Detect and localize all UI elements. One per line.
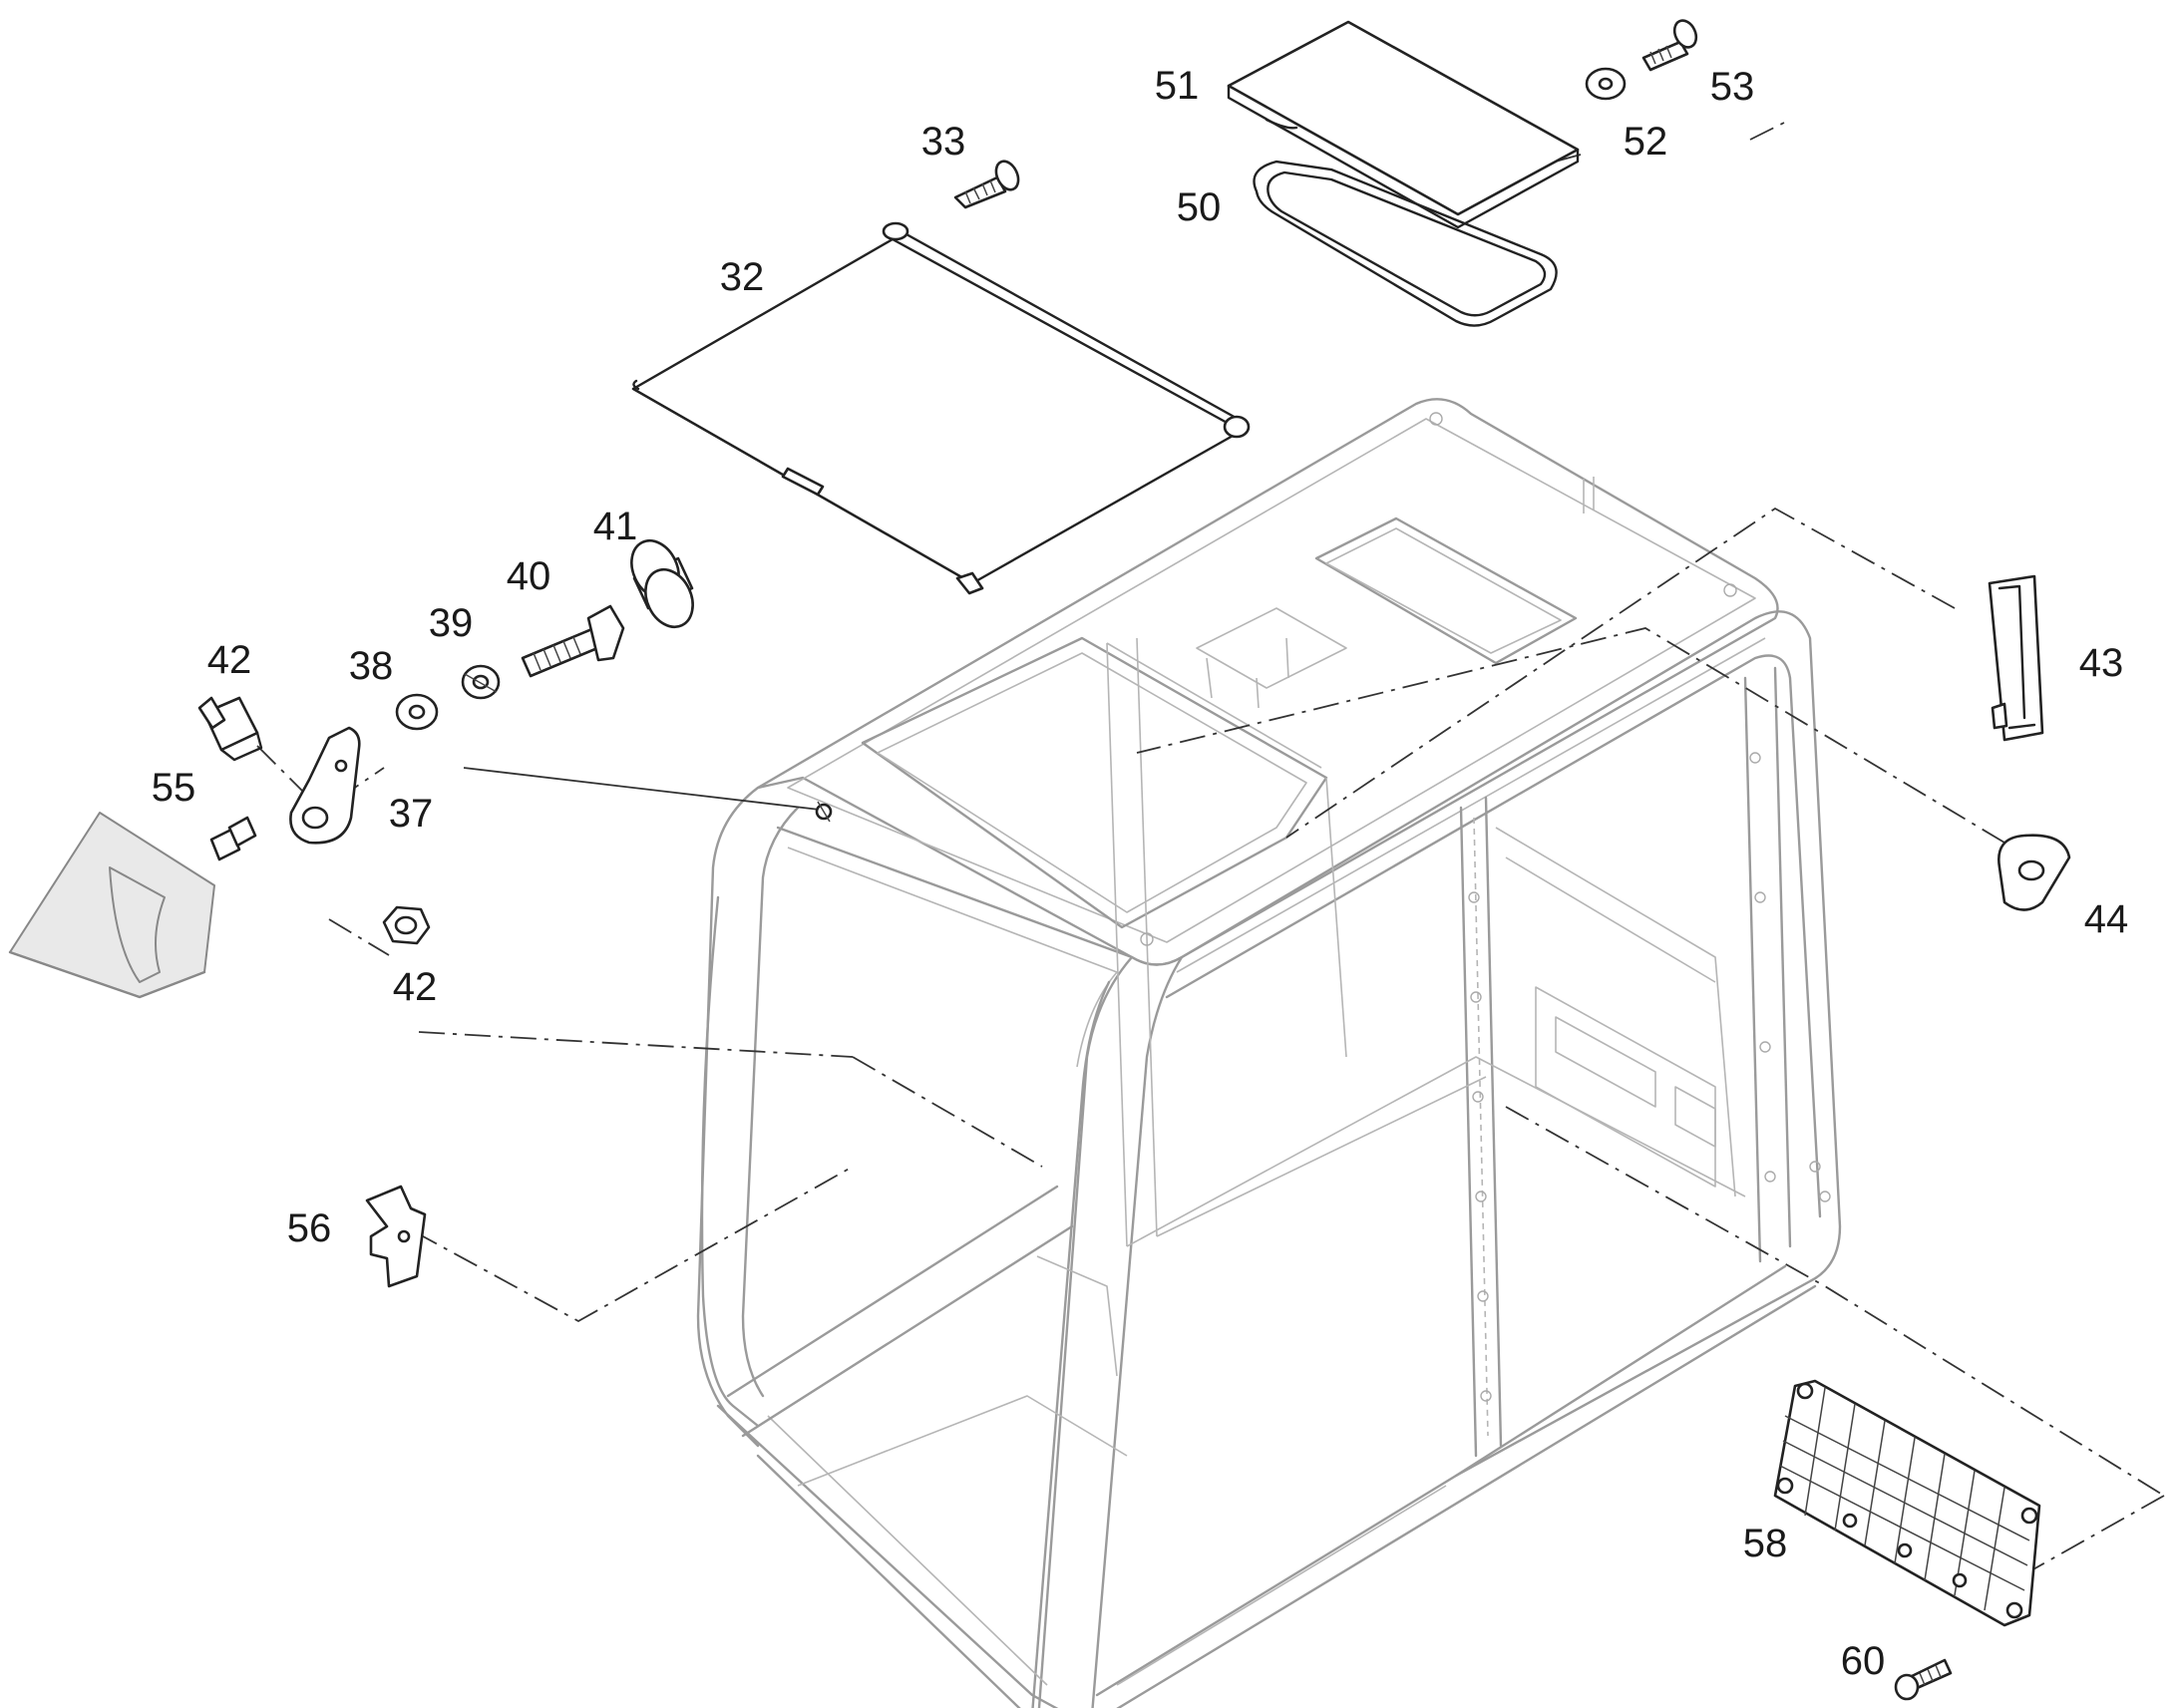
part-51-roof-window: [1227, 20, 1580, 229]
callout-58: 58: [1742, 1522, 1788, 1565]
part-55-plug: [209, 816, 257, 861]
callout-51: 51: [1154, 64, 1200, 108]
part-38-washer: [395, 693, 439, 731]
part-44-catch: [1997, 834, 2071, 911]
part-60-tapping-screw: [1894, 1658, 1953, 1701]
assembly-lines: [256, 119, 2165, 1606]
cab-frame: [696, 398, 1842, 1708]
part-56-clip: [365, 1185, 427, 1288]
callout-33: 33: [920, 120, 966, 164]
part-53-screw: [1641, 19, 1698, 72]
callout-44: 44: [2083, 897, 2129, 941]
part-50-seal: [1253, 160, 1558, 327]
callout-53: 53: [1709, 65, 1755, 109]
callout-42-upper: 42: [206, 638, 252, 682]
cab-hinge-detail: [815, 801, 833, 823]
part-58-mesh-guard: [1773, 1379, 2041, 1627]
callout-55: 55: [151, 766, 196, 810]
part-39-lock-washer: [461, 664, 501, 700]
part-42-nut: [382, 905, 431, 945]
callout-42-lower: 42: [392, 965, 438, 1009]
callout-43: 43: [2078, 641, 2124, 685]
callout-38: 38: [348, 644, 394, 688]
part-52-washer: [1585, 67, 1627, 101]
part-32-roller-sunshade: [631, 221, 1251, 595]
part-42-switch: [197, 696, 263, 762]
part-cover-plate: [8, 812, 215, 999]
callout-40: 40: [506, 554, 551, 598]
part-43-latch: [1988, 574, 2044, 742]
callout-41: 41: [592, 505, 638, 548]
callout-56: 56: [286, 1206, 332, 1250]
part-40-bolt: [521, 604, 625, 678]
callout-60: 60: [1840, 1639, 1886, 1683]
part-41-bushing: [630, 538, 694, 629]
part-37-bracket: [289, 726, 361, 845]
part-33-tapping-screw: [953, 160, 1020, 209]
callout-39: 39: [428, 601, 474, 645]
callout-32: 32: [719, 255, 765, 299]
callout-37: 37: [388, 792, 434, 836]
callout-50: 50: [1176, 185, 1222, 229]
callout-52: 52: [1623, 120, 1668, 164]
